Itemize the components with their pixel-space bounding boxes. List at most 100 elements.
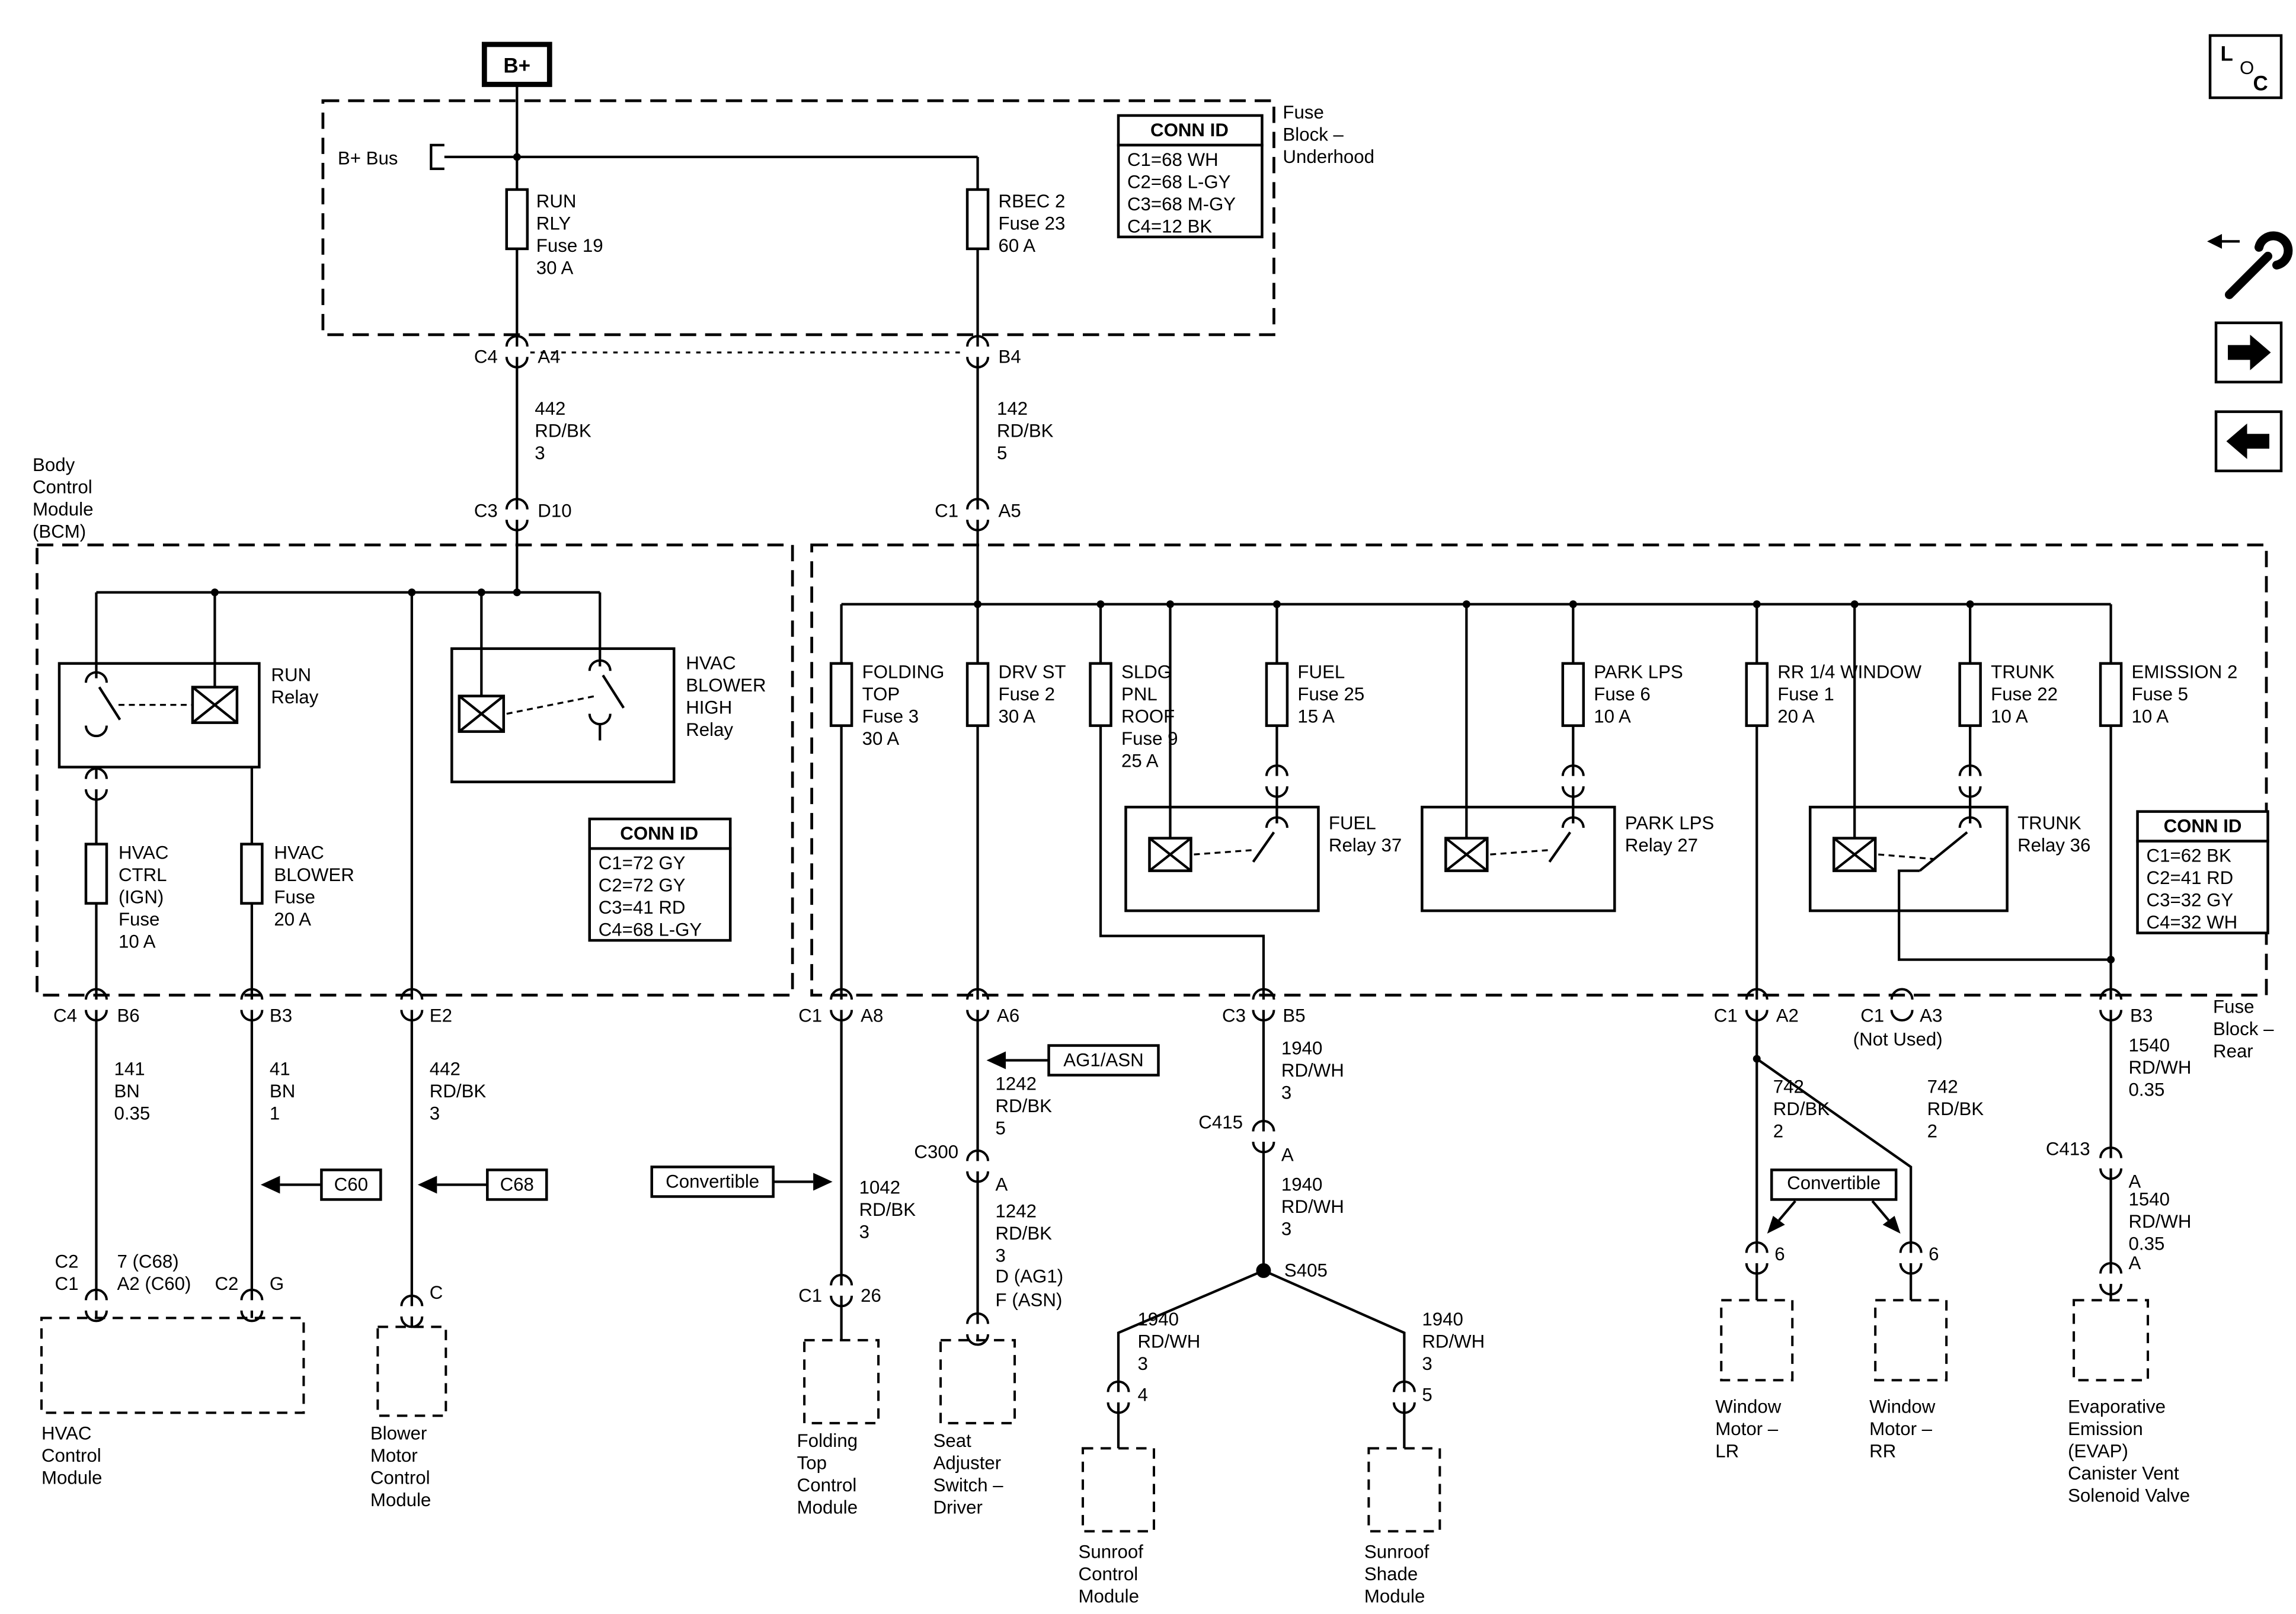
pin-label-a3: A3 [1920,1005,1942,1026]
hvac-ctrl-fuse-symbol [84,843,108,905]
c68-tag: C68 [500,1174,534,1195]
pin-label-6: 6 [1929,1244,1939,1264]
pin-label-4: 4 [1138,1384,1148,1405]
loc-letter-c: C [2253,72,2268,95]
wrench-arrow-icon[interactable] [2207,231,2293,299]
folding-top-control-module-box [803,1338,880,1424]
conn-id-row: C4=32 WH [2147,912,2238,933]
conn-id-row: C3=68 M-GY [1127,194,1236,214]
pin-label-a: A [996,1174,1008,1195]
c415-connector-symbol [1252,1120,1275,1154]
rear-conn-id-table: CONN ID C1=62 BK C2=41 RD C3=32 GY C4=32… [2136,810,2269,934]
bcm-box [36,543,794,997]
battery-feed-label: B+ [503,54,530,77]
c413-connector-symbol [2099,1146,2123,1180]
c300-connector-symbol [966,1149,990,1183]
c68-callout: C68 [417,1168,548,1201]
connector-symbol [830,1273,853,1308]
connector-symbol [2099,1261,2123,1296]
loc-button[interactable]: L O C [2208,34,2283,100]
toolbar-icons: L O C [2207,34,2293,473]
run-rly-fuse-symbol [505,188,529,251]
pin-label-b5: B5 [1283,1005,1305,1026]
ag1-asn-tag: AG1/ASN [1063,1050,1143,1071]
pin-label-f-asn: F (ASN) [996,1289,1063,1310]
pin-label-c1: C1 [798,1285,822,1306]
pin-label-a: A [1281,1144,1294,1165]
connector-symbol [84,988,424,1022]
conn-id-title: CONN ID [620,823,698,844]
rbec2-fuse-symbol [965,188,990,251]
pin-label-b3: B3 [2130,1005,2153,1026]
convertible-callout-right: Convertible [1767,1168,1901,1234]
rear-block-box [810,543,2268,997]
splice-s405 [1256,1263,1271,1278]
pin-label-c4: C4 [474,346,498,367]
splice-label-s405: S405 [1284,1260,1328,1280]
connector-label-c413: C413 [2046,1138,2090,1159]
pin-label-d10: D10 [538,500,571,521]
next-arrow-icon[interactable] [2214,321,2283,384]
conn-id-row: C3=41 RD [599,897,686,918]
not-used-label: (Not Used) [1853,1029,1943,1050]
loc-letter-o: O [2240,57,2254,78]
pin-label-5: 5 [1422,1384,1432,1405]
convertible-tag: Convertible [666,1171,759,1192]
junction-dot [513,153,521,161]
bcm-conn-id-table: CONN ID C1=72 GY C2=72 GY C3=41 RD C4=68… [588,817,732,942]
conn-id-row: C2=68 L-GY [1127,171,1231,192]
conn-id-row: C1=62 BK [2147,846,2231,866]
pin-label-d-ag1: D (AG1) [996,1266,1064,1286]
underhood-conn-id-table: CONN ID C1=68 WH C2=68 L-GY C3=68 M-GY C… [1117,114,1264,239]
pin-label-g: G [270,1273,284,1294]
back-arrow-icon[interactable] [2214,410,2283,473]
battery-feed-box [481,41,552,87]
connector-symbol [84,1288,424,1328]
conn-id-row: C4=68 L-GY [599,920,702,940]
pin-label-c3: C3 [1222,1005,1246,1026]
pin-label-26: 26 [861,1285,881,1306]
conn-id-row: C2=41 RD [2147,867,2234,888]
conn-id-row: C4=12 BK [1127,216,1212,236]
pin-label-c1: C1 [935,500,958,521]
conn-id-title: CONN ID [1150,120,1229,140]
pin-label-a8: A8 [861,1005,883,1026]
pin-label-6: 6 [1774,1244,1785,1264]
rear-wires [840,600,2115,1000]
